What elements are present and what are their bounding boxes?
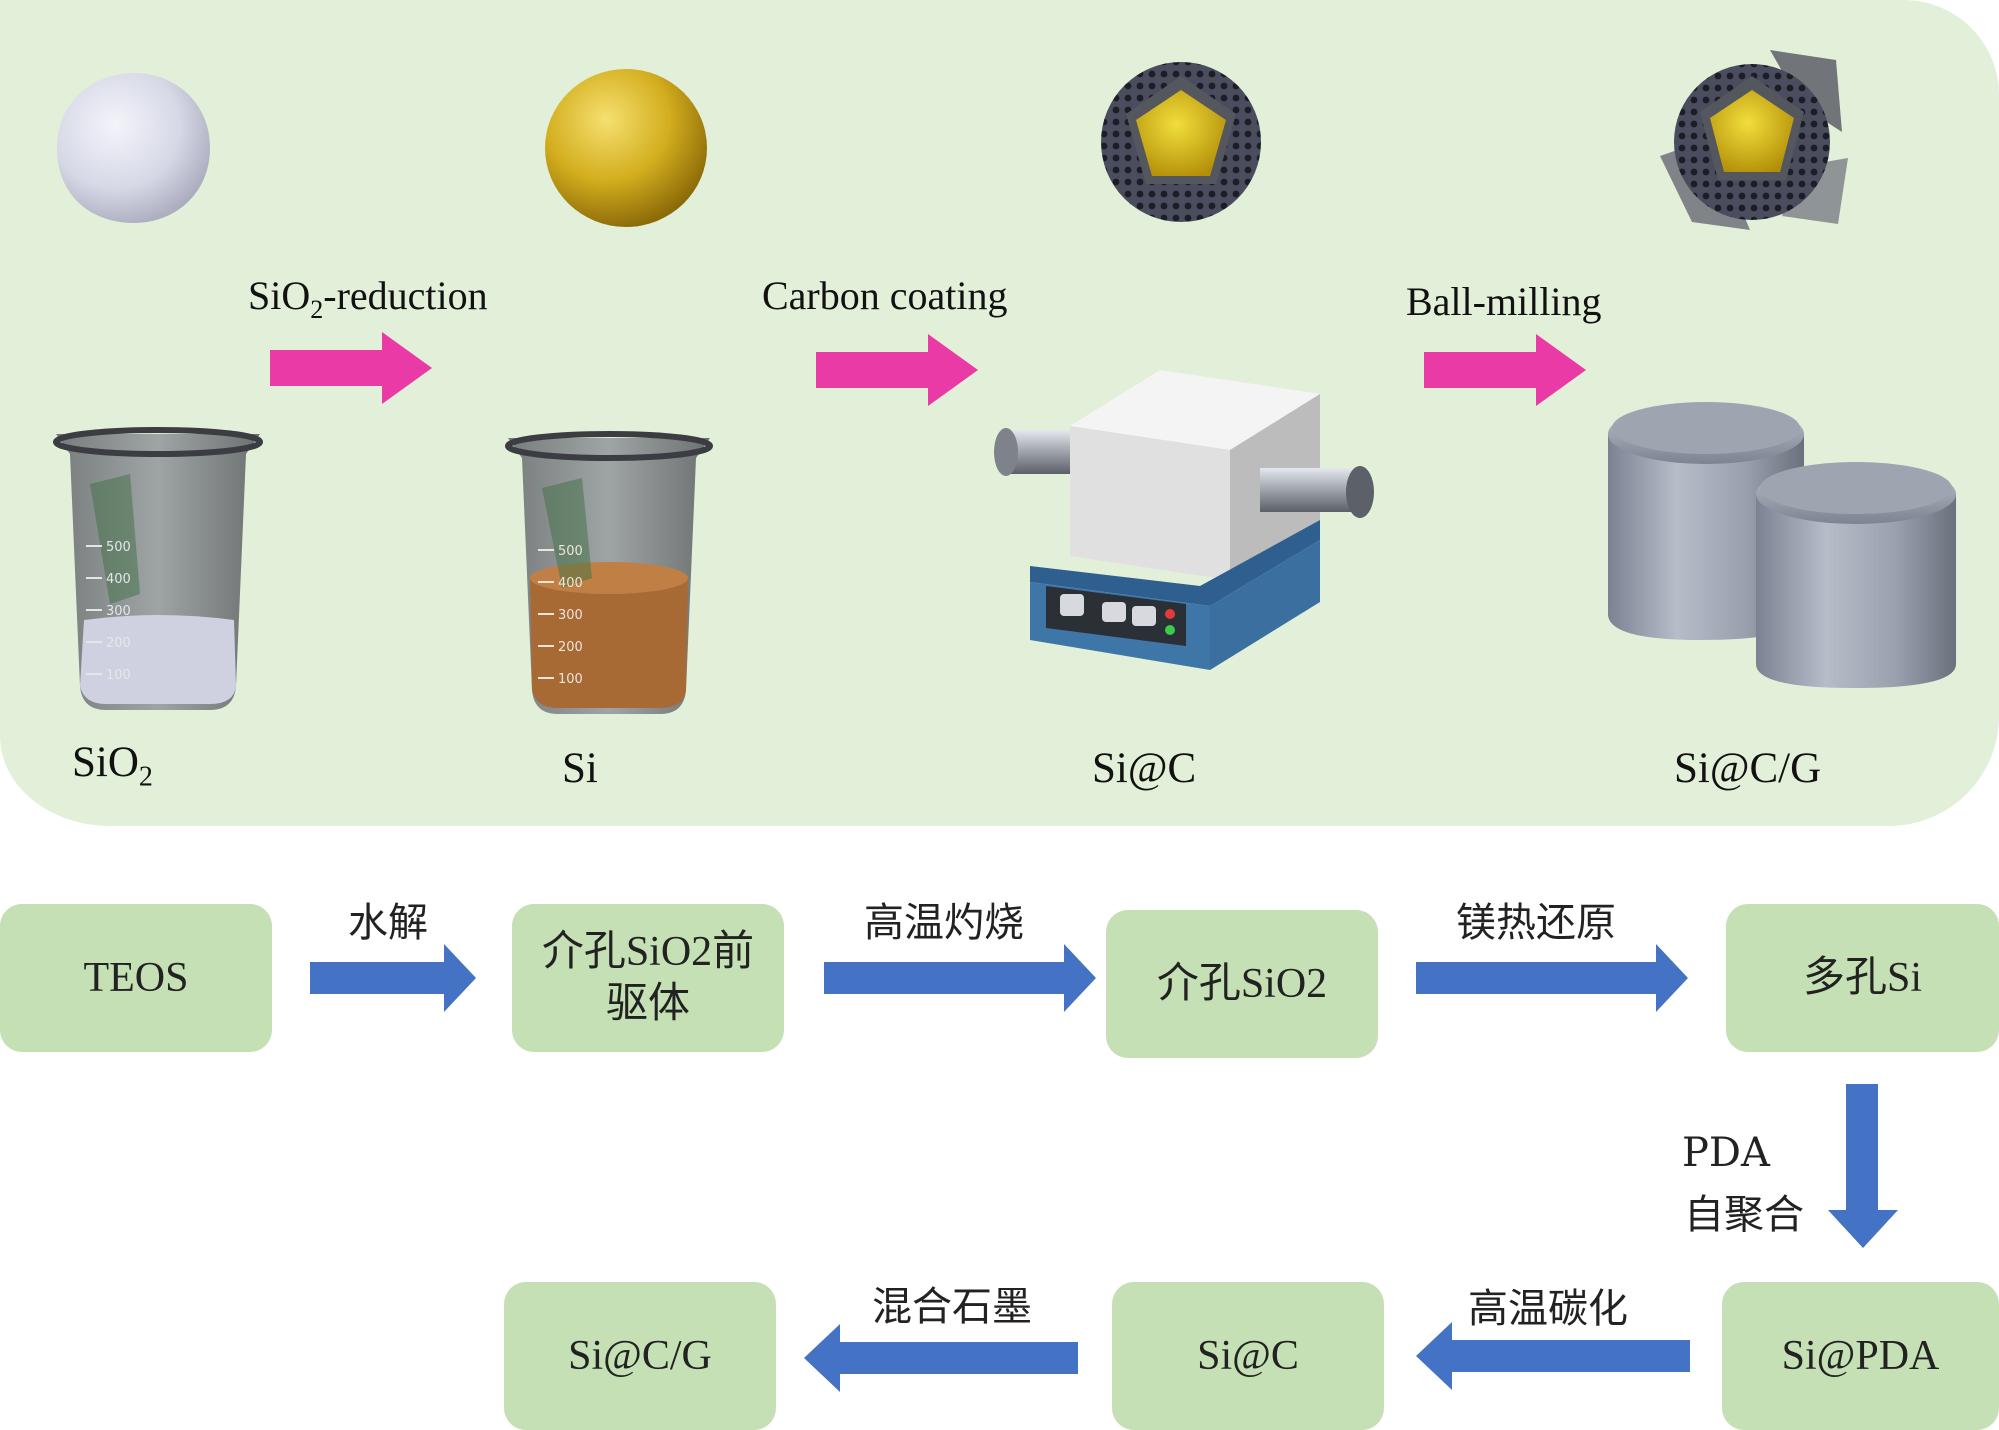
stage-label-sio2: SiO2 [72,739,153,793]
flow-label-hydrolysis: 水解 [348,900,428,946]
si-sphere-icon [545,69,707,227]
stage-label-si-c: Si@C [1092,745,1197,792]
tube-furnace-icon [994,370,1374,670]
node-precursor-line1: 介孔SiO2前 [541,928,755,975]
step-label-sio2-reduction: SiO2-reduction [248,273,488,324]
sio2-sphere-icon [56,72,210,224]
svg-text:500: 500 [106,540,131,555]
step-label-carbon-coating: Carbon coating [762,273,1008,318]
beaker-si-icon: 500 400 300 200 100 [505,431,713,714]
flow-label-calcination: 高温灼烧 [864,900,1024,946]
node-si-pda: Si@PDA [1722,1282,1999,1430]
stage-label-si-c-g: Si@C/G [1674,745,1822,792]
svg-text:400: 400 [106,572,131,587]
pink-arrow-2 [816,334,978,406]
node-si-c: Si@C [1112,1282,1384,1430]
step-label-ball-milling: Ball-milling [1406,279,1602,324]
pink-arrow-3 [1424,334,1586,406]
ball-mill-jars-icon [1608,402,1956,688]
blue-arrow-si-c-to-si-c-g [804,1324,1078,1392]
svg-text:400: 400 [558,576,583,591]
blue-arrow-precursor-to-mesoporous [824,944,1096,1012]
beaker-sio2-icon: 500 400 300 200 100 [53,427,263,710]
flow-label-pda-line1: PDA [1682,1130,1770,1176]
si-carbon-graphite-sphere-icon [1660,50,1848,230]
svg-text:500: 500 [558,544,583,559]
blue-arrow-mesoporous-to-porous-si [1416,944,1688,1012]
svg-text:200: 200 [106,636,131,651]
svg-text:100: 100 [106,668,131,683]
flow-label-mg-reduction: 镁热还原 [1456,900,1616,946]
si-carbon-coated-sphere-icon [1101,62,1261,222]
node-si-c-g: Si@C/G [504,1282,776,1430]
node-porous-si: 多孔Si [1726,904,1999,1052]
blue-arrow-teos-to-precursor [310,944,476,1012]
svg-text:100: 100 [558,672,583,687]
node-mesoporous-sio2-precursor: 介孔SiO2前 驱体 [512,904,784,1052]
node-mesoporous-sio2: 介孔SiO2 [1106,910,1378,1058]
stage-label-si: Si [562,745,598,792]
svg-text:300: 300 [106,604,131,619]
blue-arrow-si-pda-to-si-c [1416,1322,1690,1390]
blue-arrow-porous-si-to-si-pda [1828,1084,1898,1248]
node-precursor-line2: 驱体 [605,981,690,1027]
node-teos: TEOS [0,904,272,1052]
flow-label-pda-line2: 自聚合 [1684,1192,1804,1238]
svg-text:300: 300 [558,608,583,623]
svg-text:200: 200 [558,640,583,655]
flow-label-carbonization: 高温碳化 [1468,1286,1628,1332]
pink-arrow-1 [270,332,432,404]
flow-label-graphite-mix: 混合石墨 [872,1284,1032,1330]
